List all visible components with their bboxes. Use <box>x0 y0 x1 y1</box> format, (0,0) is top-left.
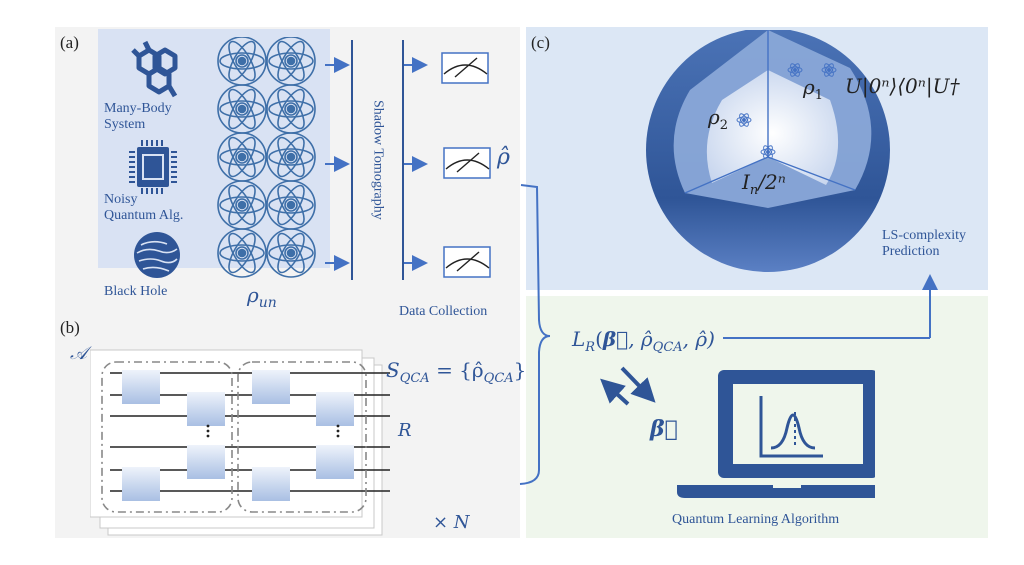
circuit-layer-block <box>237 361 367 513</box>
algorithm-label: Quantum Learning Algorithm <box>672 512 840 527</box>
ellipsis-dot <box>206 429 210 433</box>
rho2-label: ρ2 <box>708 105 729 133</box>
meter-icon <box>443 147 491 179</box>
shadow-tomography-box: Shadow Tomography <box>352 34 403 285</box>
quantum-gate <box>122 467 160 501</box>
quantum-gate <box>122 370 160 404</box>
shadow-estimate-label: ρ̂ <box>497 145 510 170</box>
copies-label: × N <box>433 512 470 533</box>
tomography-flow <box>325 40 428 280</box>
ensemble-label: 𝒜 <box>70 343 88 364</box>
laptop-icon <box>677 370 875 498</box>
sphere-cutaway-core <box>706 70 839 185</box>
circuit-layer-block <box>101 361 233 513</box>
pure-state-label: U|0ⁿ⟩⟨0ⁿ|U† <box>845 74 960 98</box>
black-hole-icon <box>134 232 180 278</box>
ellipsis-dot <box>206 424 210 428</box>
parameter-beta-label: β⃗ <box>650 416 678 442</box>
quantum-gate <box>316 392 354 426</box>
atom-icon <box>266 37 316 86</box>
loss-function-label: LR(β⃗, ρ̂QCA, ρ̂) <box>572 327 715 355</box>
arrow-to-algorithm <box>620 366 656 403</box>
quantum-gate <box>187 392 225 426</box>
panel-label-a: (a) <box>60 33 79 52</box>
quantum-gate <box>187 445 225 479</box>
dataset-label: SQCA = {ρ̂QCA} <box>386 358 527 386</box>
atom-icon <box>266 132 316 182</box>
data-collection-label: Data Collection <box>399 304 488 319</box>
repeat-count-label: R <box>398 420 412 441</box>
panel-label-b: (b) <box>60 318 80 337</box>
ellipsis-dot <box>336 434 340 438</box>
ellipsis-dot <box>336 424 340 428</box>
ellipsis-dot <box>336 429 340 433</box>
update-arrows <box>600 366 656 406</box>
chip-icon <box>129 140 177 194</box>
atom-icon <box>217 37 267 86</box>
state-atoms <box>736 63 837 159</box>
atom-icon <box>266 84 316 134</box>
meter-icon <box>441 52 489 84</box>
ellipsis-dot <box>206 434 210 438</box>
source-label-black-hole: Black Hole <box>104 284 168 299</box>
atom-icon <box>217 132 267 182</box>
atom-icon <box>217 84 267 134</box>
unknown-state-label: ρun <box>247 283 277 311</box>
bloch-sphere <box>646 30 890 272</box>
panel-label-c: (c) <box>531 33 550 52</box>
mixed-state-label: In/2ⁿ <box>742 170 786 198</box>
atom-icon <box>217 228 267 278</box>
atom-icon <box>266 228 316 278</box>
quantum-gate <box>252 467 290 501</box>
shadow-tomography-label: Shadow Tomography <box>370 99 386 220</box>
circuit-stack <box>90 349 390 536</box>
quantum-gate <box>252 370 290 404</box>
arrow-to-loss <box>600 378 630 406</box>
atom-icon <box>266 180 316 230</box>
atom-grid <box>217 37 316 278</box>
molecule-icon <box>131 40 178 98</box>
quantum-gate <box>316 445 354 479</box>
shadow-tomography-box <box>351 40 404 280</box>
rho1-label: ρ1 <box>803 75 824 103</box>
distribution-chart-icon <box>759 396 823 458</box>
atom-icon <box>217 180 267 230</box>
meter-icon <box>443 246 491 278</box>
